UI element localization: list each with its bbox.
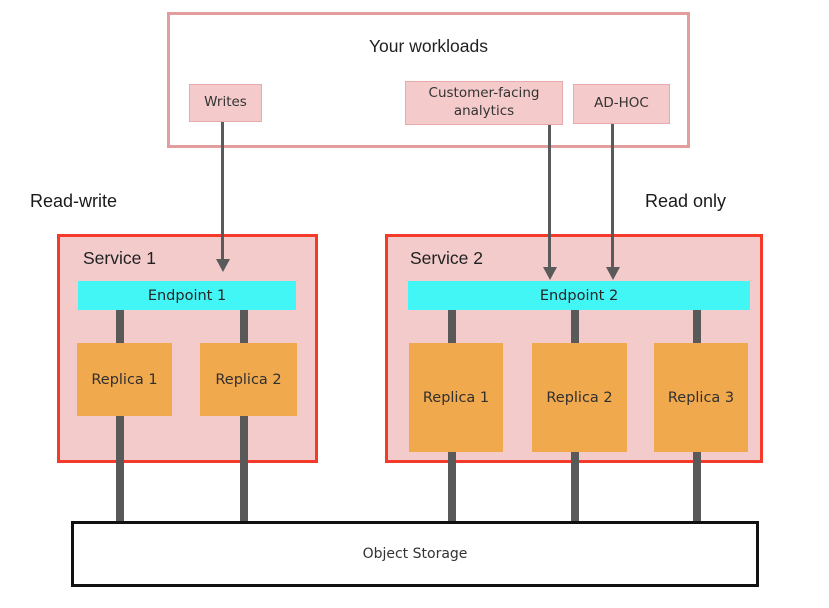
service-2-title: Service 2 <box>410 248 483 268</box>
connector-s1replica1-storage <box>116 416 124 523</box>
connector-endpoint1-replica1 <box>116 310 124 343</box>
connector-s2replica2-storage <box>571 452 579 523</box>
arrowhead-analytics-icon <box>543 267 557 280</box>
workload-adhoc: AD-HOC <box>573 84 670 124</box>
endpoint-2: Endpoint 2 <box>408 281 750 310</box>
service-2-replica-2: Replica 2 <box>532 343 627 452</box>
service-1-replica-2: Replica 2 <box>200 343 297 416</box>
read-only-label: Read only <box>645 191 727 211</box>
object-storage-box: Object Storage <box>71 521 759 587</box>
service-2-replica-3: Replica 3 <box>654 343 748 452</box>
workloads-title: Your workloads <box>368 36 488 56</box>
service-1-box: Service 1 Endpoint 1 Replica 1 Replica 2 <box>57 234 318 463</box>
connector-endpoint2-replica3 <box>693 310 701 343</box>
connector-s2replica1-storage <box>448 452 456 523</box>
connector-endpoint2-replica1 <box>448 310 456 343</box>
arrow-writes-to-endpoint1 <box>221 122 224 260</box>
service-1-title: Service 1 <box>83 248 156 268</box>
arrowhead-adhoc-icon <box>606 267 620 280</box>
endpoint-1: Endpoint 1 <box>78 281 296 310</box>
connector-s2replica3-storage <box>693 452 701 523</box>
workload-customer-facing-analytics: Customer-facing analytics <box>405 81 563 125</box>
read-write-label: Read-write <box>30 191 118 211</box>
object-storage-label: Object Storage <box>362 546 468 562</box>
arrow-adhoc-to-endpoint2 <box>611 124 614 268</box>
service-1-replica-1: Replica 1 <box>77 343 172 416</box>
service-2-replica-1: Replica 1 <box>409 343 503 452</box>
connector-s1replica2-storage <box>240 416 248 523</box>
workload-writes: Writes <box>189 84 262 122</box>
connector-endpoint2-replica2 <box>571 310 579 343</box>
arrow-analytics-to-endpoint2 <box>548 125 551 268</box>
workloads-container: Your workloads Writes Customer-facing an… <box>167 12 690 148</box>
arrowhead-writes-icon <box>216 259 230 272</box>
connector-endpoint1-replica2 <box>240 310 248 343</box>
service-2-box: Service 2 Endpoint 2 Replica 1 Replica 2… <box>385 234 763 463</box>
